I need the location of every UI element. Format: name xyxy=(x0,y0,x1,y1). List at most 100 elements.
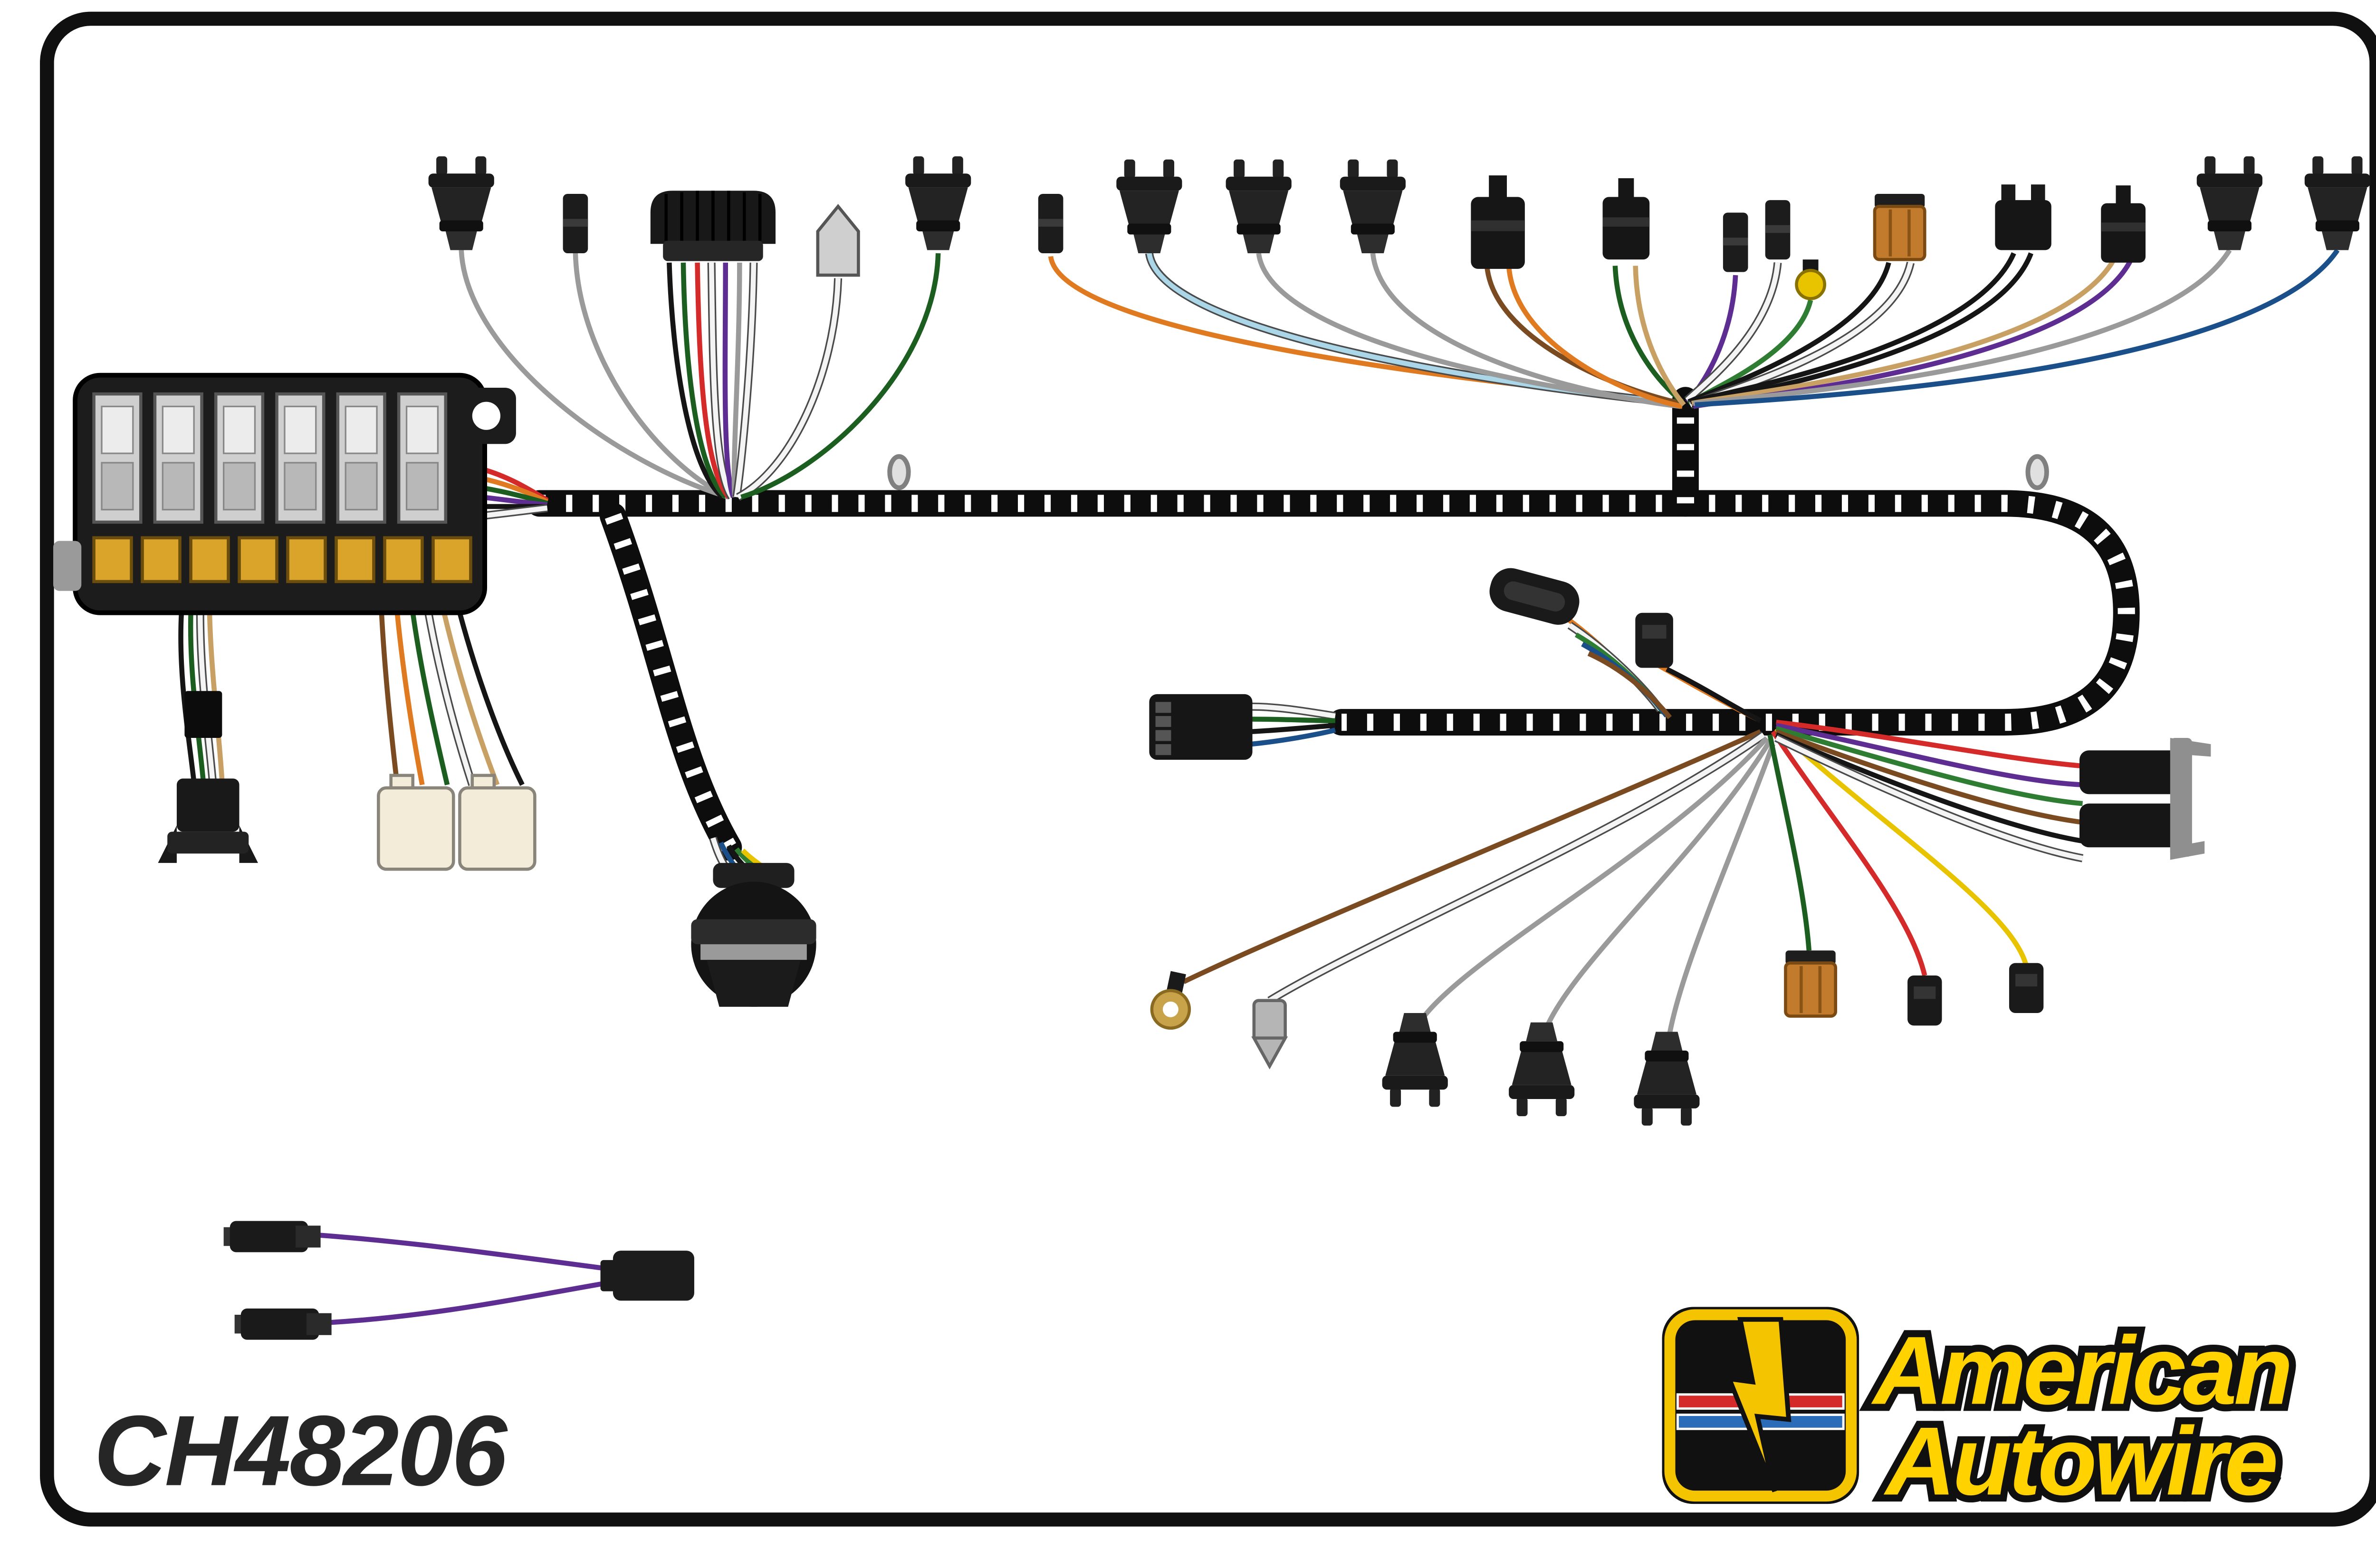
terminal xyxy=(286,536,327,583)
fuse-window xyxy=(284,462,317,511)
lf-black xyxy=(1775,732,2083,844)
wire-black-2 xyxy=(1687,262,1891,404)
lf-dkgreen xyxy=(1767,734,1812,951)
wire-dkgreen-1 xyxy=(680,262,728,499)
fuse-window xyxy=(345,462,378,511)
fuse-window xyxy=(345,405,378,454)
wp-white xyxy=(426,612,475,786)
wire-orange-2 xyxy=(1506,265,1683,409)
wire-tan-1 xyxy=(1633,266,1686,407)
fuse-window xyxy=(101,405,134,454)
wire-red-1 xyxy=(695,262,731,499)
wire-purple-1 xyxy=(722,262,736,498)
lf-brown xyxy=(1182,729,1762,984)
pigtail-purple-2 xyxy=(328,1279,613,1325)
lf-red-1 xyxy=(1771,730,1927,976)
fuse-window xyxy=(405,405,439,454)
lf-brown-2 xyxy=(1775,729,2083,825)
lf-red-2 xyxy=(1776,719,2083,769)
four-pin-connector xyxy=(1149,694,1253,760)
lf-white xyxy=(1268,733,1765,1003)
lf-green xyxy=(1775,726,2083,806)
v-black xyxy=(1666,667,1762,723)
wire-white-1 xyxy=(709,262,734,499)
wire-gray-3 xyxy=(731,262,742,497)
fuse-window xyxy=(162,405,195,454)
wire-gray-5 xyxy=(1370,253,1681,409)
terminal xyxy=(92,536,133,583)
fuse-window xyxy=(101,462,134,511)
brand-line2: Autowire xyxy=(1883,1407,2276,1515)
part-number: CH48206 xyxy=(94,1395,508,1507)
wire-gray-6 xyxy=(1693,249,2232,406)
fuse-terminals xyxy=(92,536,472,583)
wp-brown xyxy=(379,612,400,785)
terminal xyxy=(238,536,278,583)
lf-yellow xyxy=(1774,727,2029,967)
tan-connector-2 xyxy=(1785,950,1835,1016)
small-plug-3 xyxy=(2009,963,2044,1013)
t-black xyxy=(1250,723,1336,735)
tape-wrap xyxy=(184,691,222,738)
wire-blue-1 xyxy=(1695,249,2340,408)
wire-black-1 xyxy=(667,262,724,499)
wire-dkgreen-2 xyxy=(740,253,941,500)
wire-black-3 xyxy=(1689,252,2016,404)
fuse-box-side-tab xyxy=(53,541,82,591)
badge-yellow-frame xyxy=(1664,1309,1857,1502)
harness-clip-1 xyxy=(890,457,908,488)
t-blue xyxy=(1250,727,1336,747)
small-plug-2 xyxy=(1907,975,1942,1026)
fuse-window xyxy=(222,405,256,454)
harness-clip-2 xyxy=(2028,457,2046,488)
pigtail-connector-1 xyxy=(223,1221,321,1252)
fb-white xyxy=(481,506,548,518)
fuse-window xyxy=(405,462,439,511)
tan-connector-1 xyxy=(1875,194,1925,259)
terminal xyxy=(189,536,230,583)
pigtail-connector-2 xyxy=(234,1308,332,1340)
wire-gray-1 xyxy=(459,250,729,500)
harness-layer xyxy=(158,156,2370,1340)
branch-loom xyxy=(599,502,742,861)
fuse-box xyxy=(53,373,516,615)
fuse-window xyxy=(222,462,256,511)
wp-dkgreen xyxy=(410,612,450,785)
brand-line1: American xyxy=(1871,1317,2290,1425)
wire-white-4 xyxy=(1685,262,1781,402)
wp-black xyxy=(457,612,525,786)
fuse-slots xyxy=(92,392,448,524)
lf-gray-1 xyxy=(1418,736,1769,1024)
fuse-box-mount-hole xyxy=(472,402,500,430)
wire-gray-2 xyxy=(573,253,730,500)
u-brown xyxy=(1587,651,1672,719)
fuse-window xyxy=(284,405,317,454)
multi-pin-connector xyxy=(651,191,776,261)
wp-orange xyxy=(394,612,425,785)
fb-orange xyxy=(481,476,549,504)
terminal xyxy=(431,536,472,583)
fuse-window xyxy=(162,462,195,511)
fb-green xyxy=(481,485,548,506)
lf-gray-3 xyxy=(1666,743,1776,1042)
lf-gray-2 xyxy=(1542,739,1772,1033)
lf-purple xyxy=(1775,723,2083,787)
pigtail-connector-3 xyxy=(600,1251,694,1301)
flat-connector-3 xyxy=(1723,212,1748,272)
terminal xyxy=(141,536,182,583)
db-black xyxy=(178,612,197,782)
brand-badge xyxy=(1662,1307,1859,1504)
terminal xyxy=(335,536,375,583)
t-green xyxy=(1251,717,1335,724)
main-loom-braid xyxy=(539,495,2135,731)
wire-white-2 xyxy=(734,262,757,498)
lf-white-2 xyxy=(1775,736,2083,861)
pigtail-purple-1 xyxy=(317,1232,613,1272)
wp-tan xyxy=(441,612,500,786)
wire-white-3 xyxy=(737,278,841,499)
t-white xyxy=(1251,704,1336,719)
lightning-bolt-icon xyxy=(1725,1317,1792,1492)
flat-connector-4 xyxy=(1765,200,1791,260)
flat-connector-1 xyxy=(563,193,588,254)
